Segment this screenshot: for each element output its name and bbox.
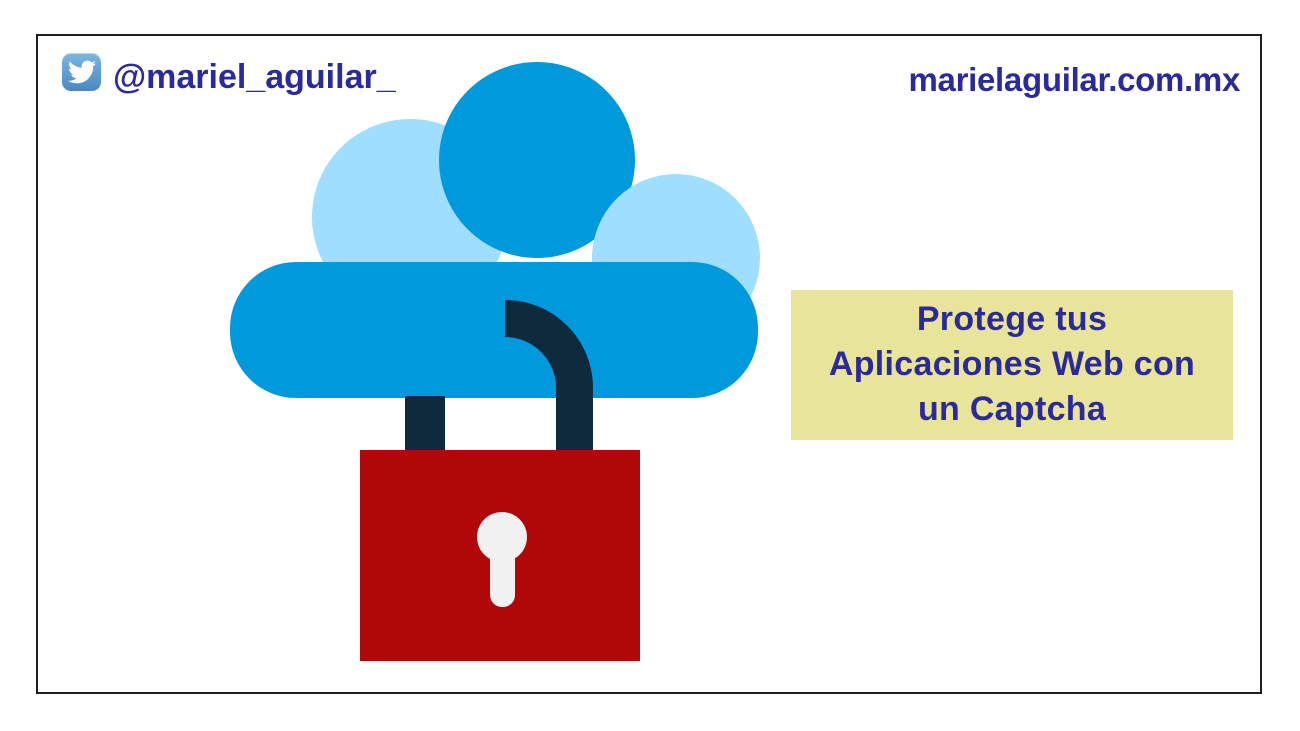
twitter-bird-icon bbox=[67, 60, 96, 84]
callout-box: Protege tus Aplicaciones Web con un Capt… bbox=[791, 290, 1233, 440]
callout-line: un Captcha bbox=[917, 390, 1107, 428]
callout-line: Protege tus bbox=[916, 300, 1108, 338]
website-url: marielaguilar.com.mx bbox=[908, 61, 1241, 98]
twitter-handle: @mariel_aguilar_ bbox=[113, 58, 396, 96]
cloud-base bbox=[230, 262, 758, 398]
keyhole-stem bbox=[490, 540, 515, 607]
cloud-puff-top bbox=[439, 62, 635, 258]
twitter-icon bbox=[62, 53, 101, 91]
shackle-curve bbox=[504, 300, 593, 454]
callout-line: Aplicaciones Web con bbox=[828, 345, 1196, 383]
shackle-left-leg bbox=[405, 396, 445, 454]
